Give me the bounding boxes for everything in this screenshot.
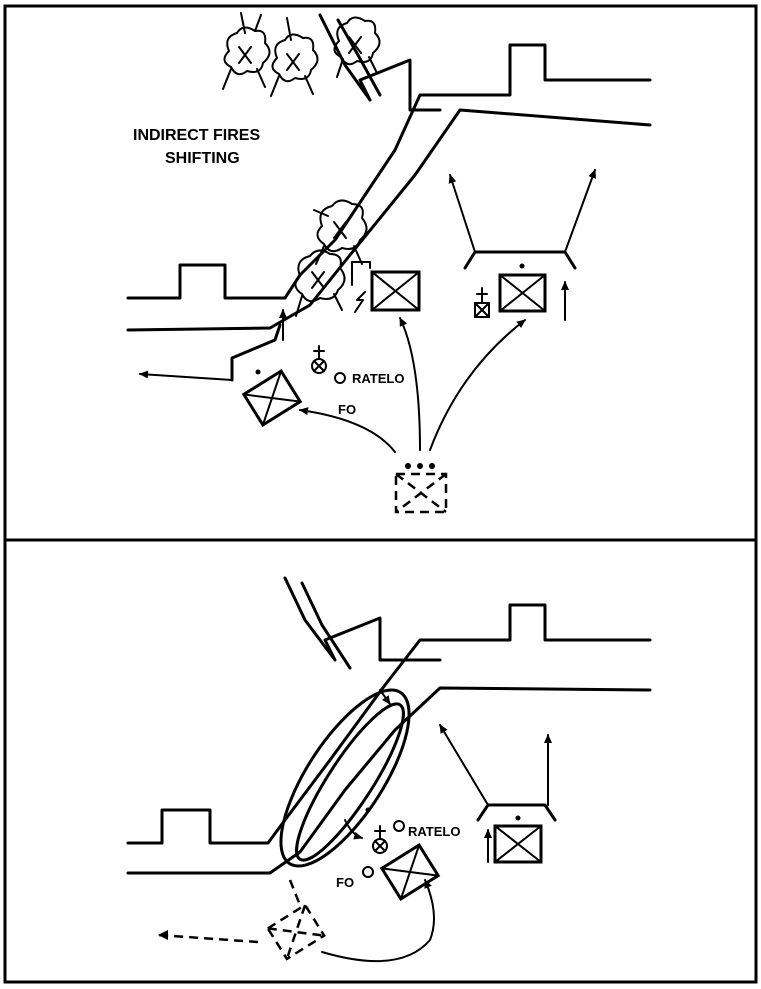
leader-icon — [372, 825, 388, 854]
squad-symbol — [498, 273, 547, 313]
burst-icon — [222, 12, 271, 90]
fo-icon — [362, 866, 374, 878]
squad-symbol — [379, 843, 441, 901]
fo-label: FO — [336, 875, 354, 890]
ratelo-label: RATELO — [352, 371, 404, 386]
ratelo-icon — [393, 820, 405, 832]
fo-label: FO — [338, 402, 356, 417]
fires-label-line1: INDIRECT FIRES — [133, 127, 260, 144]
former-position-group — [157, 879, 435, 963]
center-squad-group — [351, 261, 421, 313]
trench-lines — [126, 13, 652, 332]
ratelo-icon — [334, 372, 346, 384]
ratelo-label: RATELO — [408, 824, 460, 839]
suppression-area — [279, 688, 411, 868]
leader-icon — [311, 345, 327, 374]
left-squad-group — [139, 309, 303, 427]
platoon-hq-group — [394, 463, 448, 514]
burst-icon — [270, 17, 319, 97]
squad-symbol — [370, 270, 421, 312]
bottom-panel: RATELO FO — [126, 576, 652, 963]
fires-label-line2: SHIFTING — [165, 150, 240, 167]
burst-icon — [294, 249, 346, 317]
trench-lines — [126, 576, 652, 875]
squad-symbol — [493, 824, 543, 864]
right-squad-group — [439, 724, 557, 864]
figure-frame — [3, 4, 758, 984]
burst-icon — [333, 16, 381, 78]
shell-bursts — [222, 12, 381, 317]
hq-symbol — [394, 472, 448, 514]
former-squad-symbol — [266, 903, 326, 961]
burst-icon — [313, 199, 368, 265]
top-panel: INDIRECT FIRES SHIFTING — [126, 12, 652, 514]
squad-symbol — [241, 369, 303, 427]
right-squad-group — [448, 169, 597, 321]
